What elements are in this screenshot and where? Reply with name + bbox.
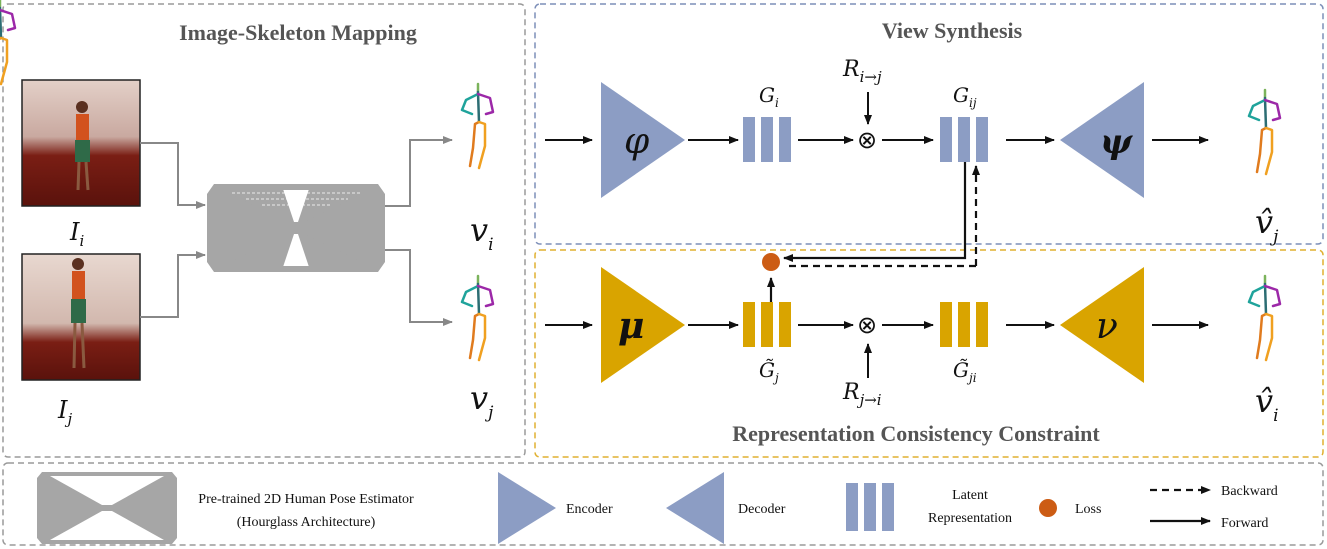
decoder-nu: [1060, 267, 1144, 383]
legend-decoder-icon: [666, 472, 724, 544]
latent-gj-tilde: [743, 302, 791, 347]
latent-gji-tilde: [940, 302, 988, 347]
encoder-mu: [601, 267, 685, 383]
consistency-title: Representation Consistency Constraint: [732, 421, 1100, 446]
rotation-ji-label: Rj→i: [842, 380, 882, 409]
image-top-label: Ii: [69, 218, 84, 250]
label-vi: vi: [470, 211, 494, 255]
consistency-panel: [534, 249, 1324, 458]
otimes-consistency: ⊗: [857, 311, 877, 339]
legend-decoder-label: Decoder: [738, 502, 786, 517]
legend-hourglass-icon: [37, 472, 177, 544]
legend-encoder-label: Encoder: [566, 502, 613, 517]
mapping-panel: [2, 3, 526, 458]
latent-gi-label: Gi: [759, 83, 779, 110]
encoder-phi-symbol: φ: [624, 121, 650, 162]
skeleton-figure: [0, 0, 17, 86]
image-hourglass-connectors: [140, 142, 206, 318]
legend-encoder-icon: [498, 472, 556, 544]
synthesis-title: View Synthesis: [882, 18, 1023, 43]
skeleton-vi-hat: [1247, 274, 1282, 362]
latent-gij: [940, 117, 988, 162]
legend-loss-label: Loss: [1075, 502, 1101, 517]
loss-node: [762, 253, 780, 271]
skeleton-vi: [460, 82, 495, 170]
rotation-ij-label: Ri→j: [842, 57, 882, 86]
latent-gji-tilde-label: G̃ji: [953, 358, 977, 385]
mapping-title: Image-Skeleton Mapping: [179, 20, 417, 45]
latent-gj-tilde-label: G̃j: [759, 358, 779, 385]
loss-links: [767, 162, 980, 302]
legend-panel: [2, 462, 1324, 546]
hourglass-estimator: [207, 184, 385, 272]
legend-latent-line1: Latent: [952, 488, 988, 503]
skeleton-vj-hat: [1247, 88, 1282, 176]
label-vi-hat: v̂i: [1255, 382, 1279, 426]
skeleton-vj: [460, 274, 495, 362]
otimes-synthesis: ⊗: [857, 126, 877, 154]
hourglass-skeleton-connectors: [385, 136, 453, 326]
image-top: [21, 79, 141, 207]
legend-loss-icon: [1039, 499, 1057, 517]
legend-latent-line2: Representation: [928, 511, 1012, 526]
encoder-mu-symbol: μ: [618, 305, 644, 347]
latent-gi: [743, 117, 791, 162]
latent-gij-label: Gij: [953, 83, 977, 110]
encoder-phi: [601, 82, 685, 198]
label-vj: vj: [470, 379, 494, 423]
synthesis-panel: [534, 3, 1324, 245]
decoder-psi-symbol: ψ: [1100, 122, 1133, 162]
image-bottom: [21, 253, 141, 381]
decoder-nu-symbol: ν: [1096, 306, 1118, 347]
legend-backward-label: Backward: [1221, 484, 1278, 499]
legend-forward-label: Forward: [1221, 516, 1268, 531]
consistency-arrows: [545, 321, 1209, 378]
decoder-psi: [1060, 82, 1144, 198]
legend-latent-icon: [846, 483, 894, 531]
synthesis-arrows: [545, 92, 1209, 144]
legend-hourglass-line2: (Hourglass Architecture): [237, 515, 376, 530]
image-bottom-label: Ij: [57, 396, 72, 428]
legend-hourglass-line1: Pre-trained 2D Human Pose Estimator: [198, 492, 414, 507]
label-vj-hat: v̂j: [1255, 203, 1279, 247]
